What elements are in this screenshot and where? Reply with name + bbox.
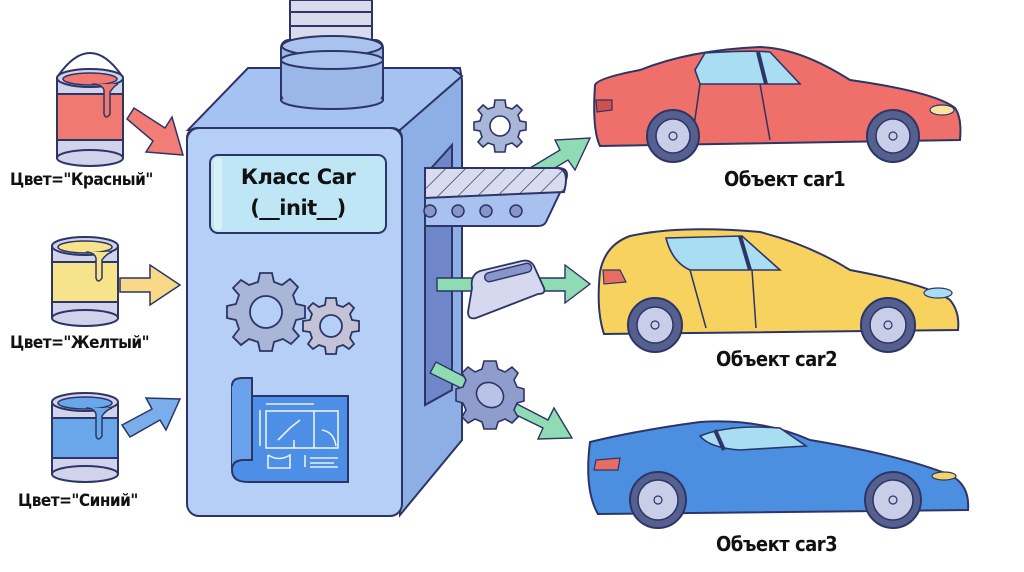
output-label-car1: Объект car1 [724,167,846,191]
input-label-blue: Цвет="Синий" [18,491,138,511]
gear-icon [226,272,306,352]
output-label-car2: Объект car2 [716,347,838,371]
class-screen [209,154,387,234]
arrow-red-icon [126,106,185,156]
arrow-yellow-icon [119,263,182,307]
gear-icon [473,99,527,153]
paint-can-yellow [51,236,119,327]
init-method-text: (__init__) [250,196,346,220]
paint-can-blue [51,392,119,483]
car-coupe-blue [587,420,970,529]
arrow-blue-icon [120,397,182,438]
gear-icon [455,360,525,430]
class-name-text: Класс Car [240,165,356,189]
input-label-red: Цвет="Красный" [10,170,153,190]
car-part-icon [467,259,546,320]
car-sedan-red [593,45,962,163]
output-label-car3: Объект car3 [716,532,838,556]
input-label-yellow: Цвет="Желтый" [10,333,150,353]
car-hatchback-yellow [597,228,960,353]
blueprint-icon [231,377,349,483]
conveyor-belt [423,167,568,227]
paint-can-red [56,52,124,167]
gear-icon [302,297,360,355]
